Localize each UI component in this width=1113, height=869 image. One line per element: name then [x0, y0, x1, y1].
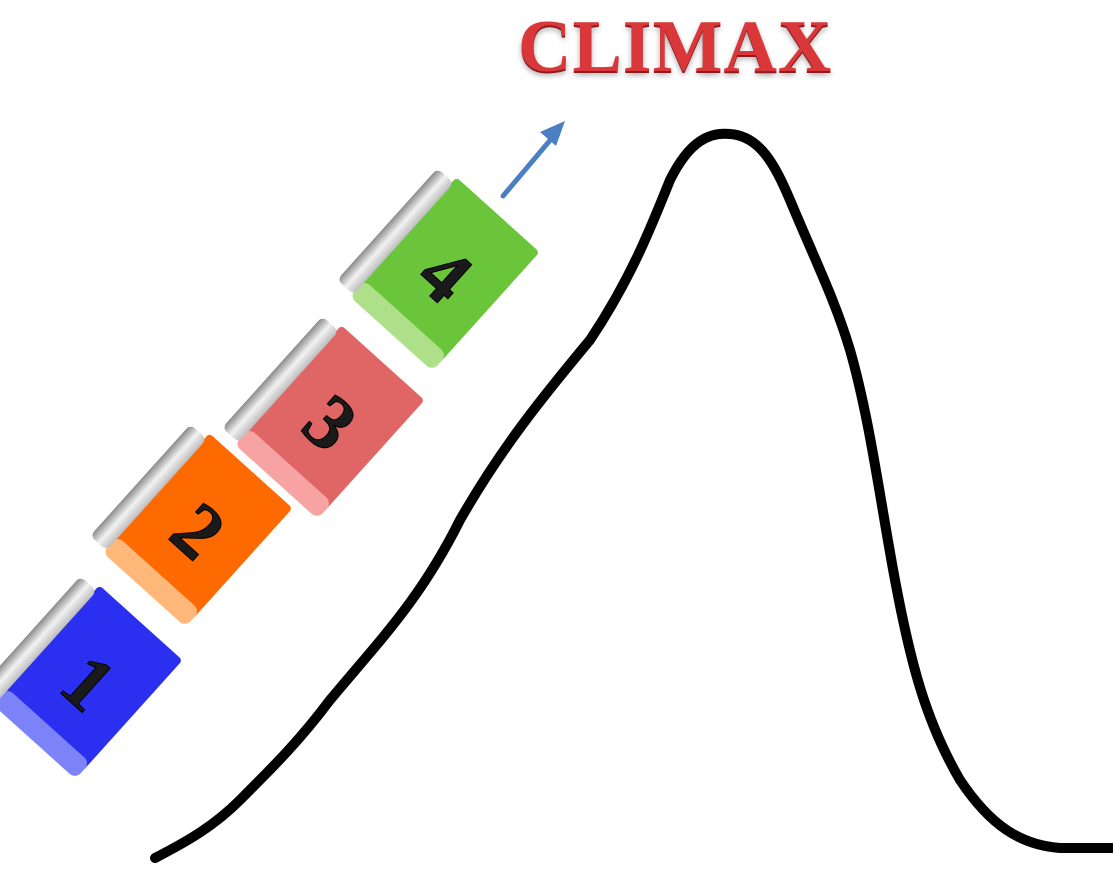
- book-4-pages: [339, 170, 452, 293]
- book-3-icon: 3: [224, 318, 423, 516]
- book-3-pages: [224, 318, 337, 441]
- climax-title: CLIMAX: [518, 6, 833, 88]
- book-1-icon: 1: [0, 578, 181, 776]
- plot-curve: [150, 128, 1113, 863]
- book-4-bottom-edge: [352, 283, 444, 368]
- book-2-bottom-edge: [105, 539, 197, 624]
- book-1-pages: [0, 578, 95, 701]
- book-2-icon: 2: [92, 426, 291, 624]
- arrow-up-right-icon: [500, 121, 565, 199]
- book-4-icon: 4: [339, 170, 538, 368]
- book-3-bottom-edge: [237, 431, 329, 516]
- book-2-pages: [92, 426, 205, 549]
- book-1-bottom-edge: [0, 691, 87, 776]
